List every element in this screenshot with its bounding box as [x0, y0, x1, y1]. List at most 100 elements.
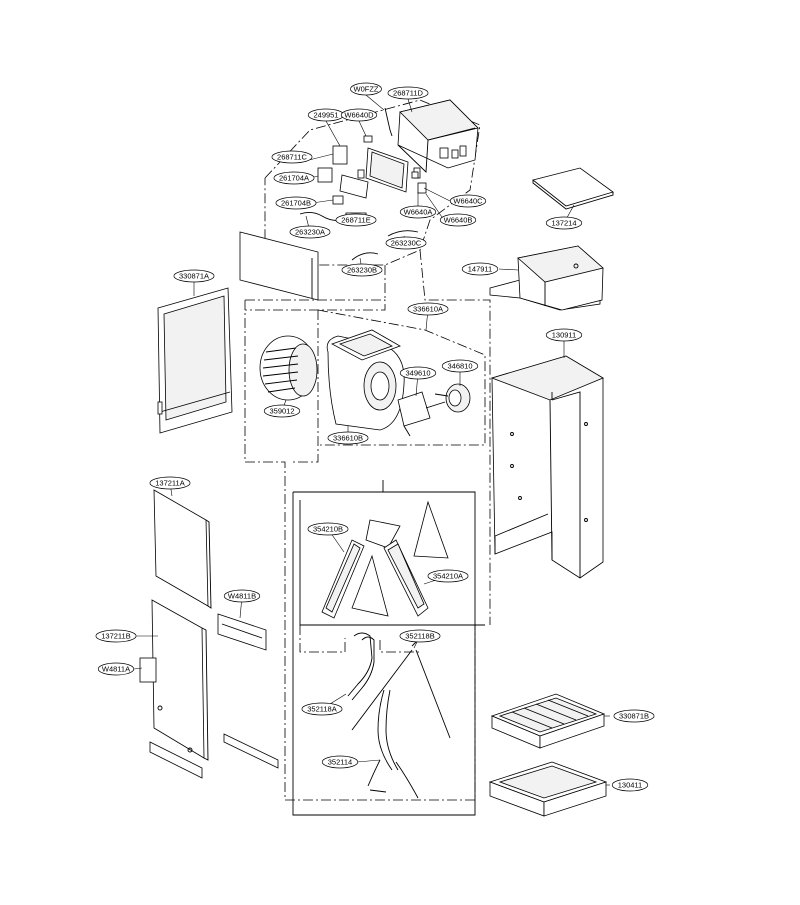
callout-oval: [97, 662, 135, 676]
base-tray: [488, 761, 608, 817]
callout-text: 330871A: [179, 272, 209, 281]
control-cover-panel: [239, 231, 319, 301]
bracket-upper: [217, 613, 267, 651]
callout-w6640d: W6640D: [340, 108, 378, 122]
callout-oval: [271, 150, 313, 164]
callout-text: 336610A: [413, 305, 443, 314]
callout-oval: [461, 262, 499, 276]
upper-access-panel: [153, 489, 212, 609]
callout-oval: [95, 629, 137, 643]
callout-354210a: 354210A: [427, 569, 469, 583]
top-duct: [489, 245, 604, 311]
callout-text: 352118B: [405, 632, 434, 641]
callout-147911: 147911: [461, 262, 499, 276]
callout-261704b: 261704B: [275, 196, 317, 210]
callout-oval: [321, 755, 359, 769]
callout-oval: [263, 404, 301, 418]
callout-w6640b: W6640B: [439, 213, 477, 227]
callout-137211a: 137211A: [149, 476, 191, 490]
callout-text: 263230A: [295, 228, 325, 237]
callout-oval: [399, 629, 441, 643]
top-plate: [532, 167, 614, 210]
callout-text: W4811B: [228, 592, 256, 601]
callout-text: 249951: [313, 111, 338, 120]
callout-oval: [327, 431, 369, 445]
motor: [434, 383, 471, 413]
callout-text: W6640D: [344, 111, 374, 120]
callout-text: 261704B: [281, 199, 311, 208]
callout-oval: [441, 359, 479, 373]
callout-346810: 346810: [441, 359, 479, 373]
callout-oval: [545, 216, 583, 230]
callout-oval: [399, 366, 437, 380]
callout-oval: [427, 569, 469, 583]
callout-249951: 249951: [307, 108, 345, 122]
callout-261704a: 261704A: [273, 171, 315, 185]
callout-w6640c: W6640C: [449, 194, 487, 208]
callout-text: 330871B: [619, 712, 649, 721]
callout-268711c: 268711C: [271, 150, 313, 164]
callout-137214: 137214: [545, 216, 583, 230]
coil-slabs: [321, 500, 449, 619]
callout-text: 263230C: [391, 239, 422, 248]
callout-oval: [387, 86, 429, 100]
callout-text: 130411: [618, 781, 642, 790]
coil-pipes: [347, 632, 451, 799]
callout-text: W6640B: [444, 216, 473, 225]
callout-oval: [223, 589, 261, 603]
callout-text: 137214: [551, 219, 576, 228]
callout-text: 352118A: [307, 705, 336, 714]
blower-housing: [326, 329, 405, 431]
callout-text: W6640C: [453, 197, 483, 206]
callout-text: 137211B: [101, 632, 130, 641]
callout-oval: [385, 236, 427, 250]
callout-text: 346810: [447, 362, 472, 371]
callout-oval: [545, 328, 583, 342]
callout-330871a: 330871A: [173, 269, 215, 283]
callout-oval: [449, 194, 487, 208]
callout-text: 261704A: [279, 174, 309, 183]
blower-wheel: [259, 335, 318, 401]
callout-text: W6640A: [404, 208, 433, 217]
callout-130411: 130411: [611, 778, 649, 792]
callout-263230a: 263230A: [289, 225, 331, 239]
callout-137211b: 137211B: [95, 629, 137, 643]
callout-352118b: 352118B: [399, 629, 441, 643]
callout-text: 354210B: [313, 525, 343, 534]
callout-text: W0FZZ: [354, 85, 379, 94]
callout-text: 268711E: [341, 216, 370, 225]
callout-text: 268711D: [393, 89, 423, 98]
callout-text: 147911: [468, 265, 492, 274]
callout-w4811a: W4811A: [97, 662, 135, 676]
callout-text: 263230B: [347, 266, 377, 275]
callout-354210b: 354210B: [307, 522, 349, 536]
callout-text: W4811A: [102, 665, 130, 674]
callout-text: 354210A: [433, 572, 463, 581]
callout-oval: [399, 205, 437, 219]
callout-oval: [613, 709, 655, 723]
callout-130911: 130911: [545, 328, 583, 342]
callout-oval: [173, 269, 215, 283]
callout-w6640a: W6640A: [399, 205, 437, 219]
lower-access-panel: [139, 599, 209, 761]
callout-w0fzz: W0FZZ: [350, 82, 382, 96]
callout-text: 349610: [405, 369, 430, 378]
callout-268711d: 268711D: [387, 86, 429, 100]
callout-349610: 349610: [399, 366, 437, 380]
callout-oval: [340, 108, 378, 122]
callout-oval: [341, 263, 383, 277]
callout-oval: [307, 522, 349, 536]
callout-oval: [611, 778, 649, 792]
filter-tray: [490, 693, 606, 749]
callout-w4811b: W4811B: [223, 589, 261, 603]
motor-mount: [397, 391, 446, 437]
callout-oval: [273, 171, 315, 185]
callout-336610a: 336610A: [407, 302, 449, 316]
callout-oval: [275, 196, 317, 210]
callout-352118a: 352118A: [301, 702, 343, 716]
callout-oval: [289, 225, 331, 239]
callout-336610b: 336610B: [327, 431, 369, 445]
callout-oval: [439, 213, 477, 227]
